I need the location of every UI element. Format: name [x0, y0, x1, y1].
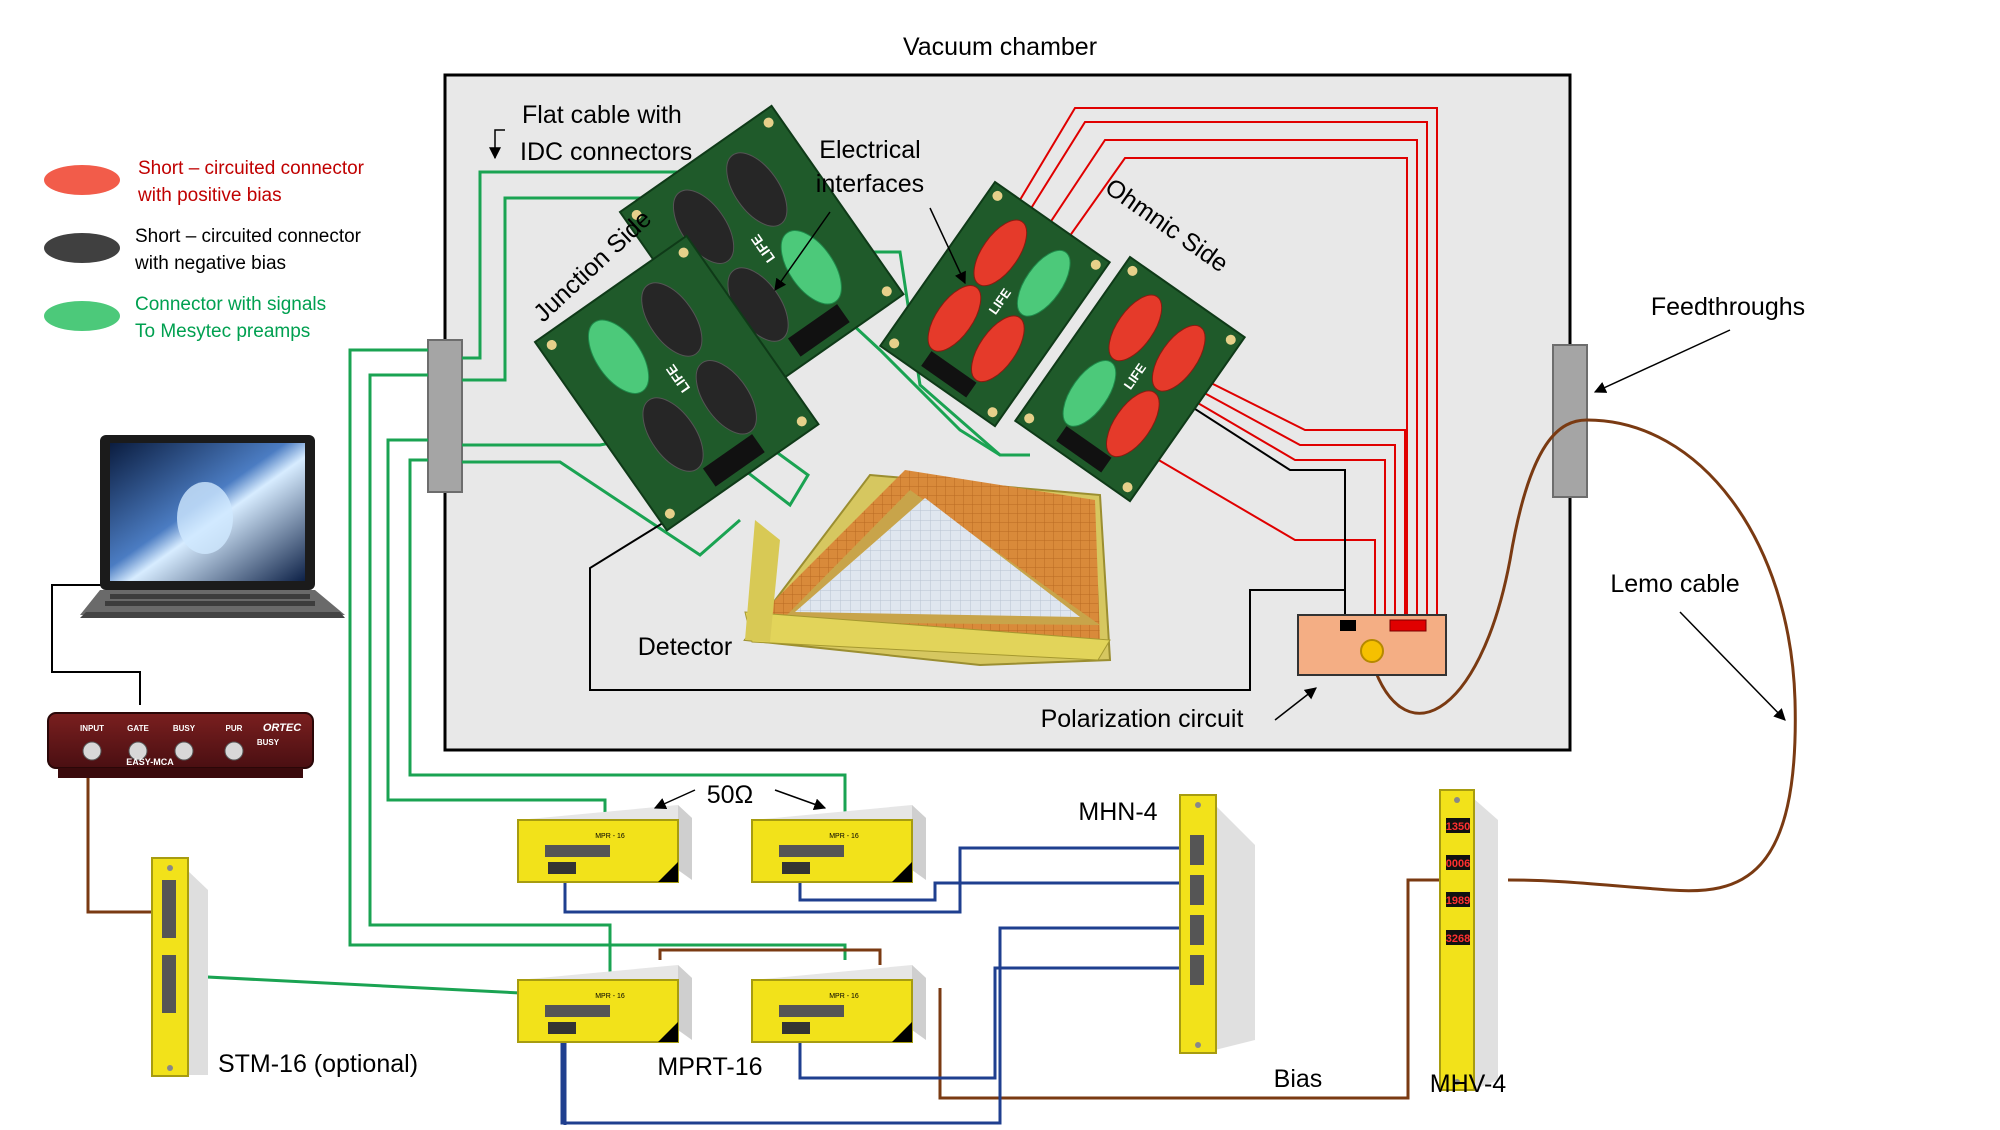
- mca-port-gate: GATE: [127, 724, 149, 733]
- fifty-ohm-label: 50Ω: [707, 781, 754, 809]
- mca-busy-led-label: BUSY: [257, 738, 280, 747]
- feedthrough-left: [427, 339, 463, 493]
- flat-cable-label-line1: Flat cable with: [522, 101, 682, 129]
- preamp-module: MPR - 16: [517, 805, 692, 883]
- mca-port-pur: PUR: [226, 724, 243, 733]
- lemo-cable-label: Lemo cable: [1610, 570, 1739, 598]
- vacuum-chamber-label: Vacuum chamber: [903, 33, 1097, 61]
- legend-line1: Connector with signals: [135, 294, 326, 315]
- legend-item-signal: Connector with signals To Mesytec preamp…: [44, 294, 326, 342]
- mhv4-display-ch0: 1350: [1446, 821, 1470, 833]
- legend-line1: Short – circuited connector: [138, 158, 365, 179]
- mhv4-display-ch3: 3268: [1446, 933, 1470, 945]
- junction-side-boards: LIFE LIFE: [533, 104, 905, 532]
- ohmnic-side-boards: LIFE LIFE: [878, 180, 1247, 503]
- feedthroughs-label: Feedthroughs: [1651, 293, 1805, 321]
- mhn4-module: [1179, 794, 1255, 1054]
- annotation-arrows: [489, 129, 1786, 810]
- lemo-cable: [1368, 418, 1797, 893]
- mhv4-display-ch1: 0006: [1446, 858, 1470, 870]
- polarization-circuit: [1297, 614, 1447, 676]
- mca-model: EASY-MCA: [126, 757, 174, 767]
- mca-brand: ORTEC: [263, 722, 302, 734]
- negative-bias-lines: [589, 379, 1346, 691]
- positive-bias-lines: [989, 107, 1438, 615]
- polarization-circuit-label: Polarization circuit: [1041, 705, 1244, 733]
- preamp-to-mhn4-cables: [560, 846, 1185, 1125]
- flat-cable-label-line2: IDC connectors: [520, 138, 692, 166]
- easy-mca: INPUT GATE BUSY PUR BUSY ORTEC EASY-MCA: [47, 712, 314, 778]
- laptop-mca-cable: [51, 584, 141, 705]
- preamp-module: MPR - 16: [751, 965, 926, 1043]
- preamp-label: MPR - 16: [829, 833, 859, 840]
- laptop: [80, 435, 345, 618]
- legend-line2: To Mesytec preamps: [135, 321, 310, 342]
- mhv4-label: MHV-4: [1430, 1070, 1507, 1098]
- mca-port-busy: BUSY: [173, 724, 196, 733]
- legend-item-negative: Short – circuited connector with negativ…: [44, 226, 362, 274]
- bias-cables: [86, 750, 1440, 1100]
- legend-line1: Short – circuited connector: [135, 226, 362, 247]
- legend: Short – circuited connector with positiv…: [44, 158, 365, 342]
- electrical-interfaces-label-line2: interfaces: [816, 170, 924, 198]
- mhn4-label: MHN-4: [1078, 798, 1157, 826]
- electrical-interfaces-label-line1: Electrical: [819, 136, 920, 164]
- stm16-label: STM-16 (optional): [218, 1050, 418, 1078]
- mprt16-label: MPRT-16: [657, 1053, 762, 1081]
- detector: [743, 470, 1112, 667]
- stm16-module: [151, 857, 208, 1077]
- mhv4-display-ch2: 1989: [1446, 895, 1470, 907]
- legend-line2: with positive bias: [137, 185, 282, 206]
- mca-port-input: INPUT: [80, 724, 104, 733]
- preamp-label: MPR - 16: [829, 993, 859, 1000]
- detector-label: Detector: [638, 633, 732, 661]
- preamp-label: MPR - 16: [595, 993, 625, 1000]
- legend-item-positive: Short – circuited connector with positiv…: [44, 158, 365, 206]
- preamp-module: MPR - 16: [517, 965, 692, 1043]
- bias-label: Bias: [1274, 1065, 1323, 1093]
- mhv4-module: 1350 0006 1989 3268: [1439, 789, 1498, 1091]
- preamp-module: MPR - 16: [751, 805, 926, 883]
- legend-line2: with negative bias: [134, 253, 286, 274]
- preamp-label: MPR - 16: [595, 833, 625, 840]
